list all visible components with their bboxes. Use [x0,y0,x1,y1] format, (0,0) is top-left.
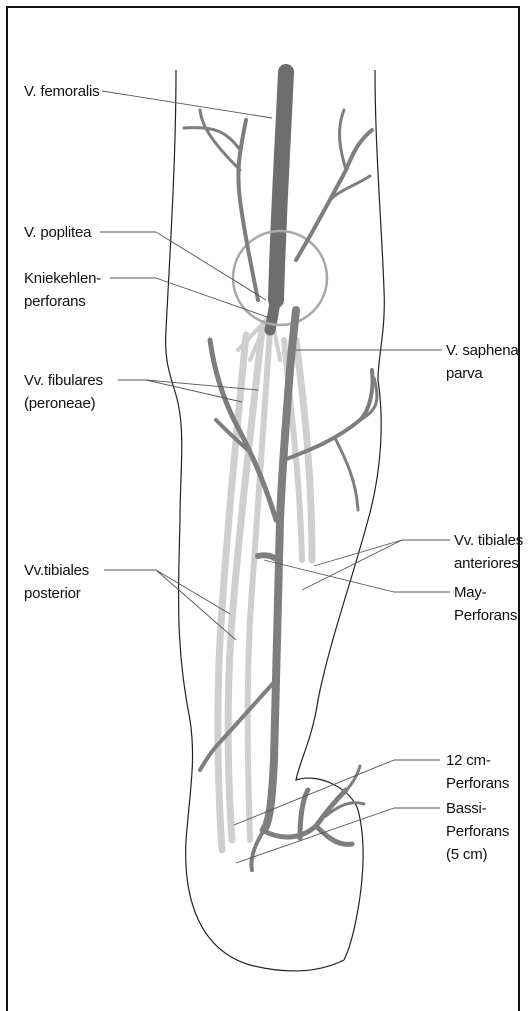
leader-may [264,560,394,592]
label-vv-tib-post-line1: Vv.tibiales [24,562,89,579]
deep-veins [218,318,312,850]
label-12cm-line1: 12 cm- [446,752,491,769]
label-vv-tib-ant-line1: Vv. tibiales [454,532,523,549]
heel-vein [252,830,265,870]
leader-v-femoralis [102,91,272,118]
v-femoralis-vein [276,72,286,300]
label-vv-tib-ant-line2: anteriores [454,555,519,572]
vv-fibulares-vein [228,330,262,840]
label-may-line1: May- [454,584,487,601]
label-vv-tib-post-line2: posterior [24,585,81,602]
label-may-line2: Perforans [454,607,517,624]
label-v-saphena-line1: V. saphena [446,342,519,359]
label-kniekehlen-line2: perforans [24,293,86,310]
label-vv-fibulares-line1: Vv. fibulares [24,372,103,389]
label-v-poplitea: V. poplitea [24,224,92,241]
label-12cm-line2: Perforans [446,775,509,792]
leader-12cm [234,760,394,825]
upper-branch-left [238,120,258,300]
leader-fibulares-b [146,380,242,402]
label-v-femoralis: V. femoralis [24,83,99,100]
ankle-branch-left [200,680,276,770]
label-bassi-line2: Perforans [446,823,509,840]
label-v-saphena-line2: parva [446,365,483,382]
label-bassi-line1: Bassi- [446,800,487,817]
upper-branch-left-twig [184,110,240,170]
label-bassi-line3: (5 cm) [446,846,488,863]
label-vv-fibulares-line2: (peroneae) [24,395,96,412]
label-kniekehlen-line1: Kniekehlen- [24,270,101,287]
leader-tib-post-b [156,570,230,614]
